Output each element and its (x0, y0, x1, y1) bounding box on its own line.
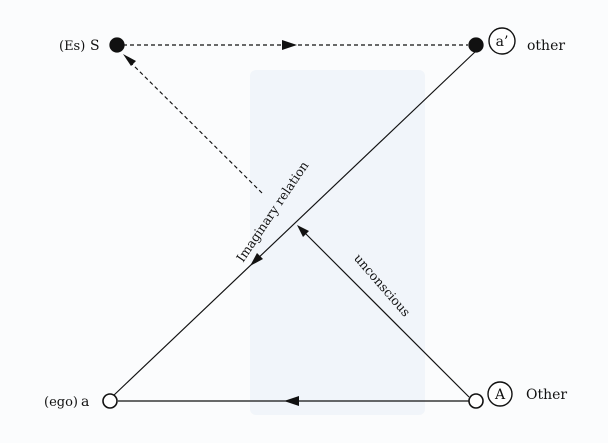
imaginary-to-s-dashed-edge (126, 58, 263, 194)
other-capital-label: Other (526, 387, 567, 403)
unconscious-edge (298, 226, 470, 398)
a-prime-symbol-label: a’ (496, 34, 509, 50)
ego-qualifier-label: (ego) (44, 395, 78, 410)
imaginary-relation-edge (112, 50, 477, 397)
big-a-label-circle (487, 381, 513, 407)
es-qualifier-label: (Es) (59, 39, 85, 54)
a-prime-label-circle (488, 27, 516, 55)
big-a-symbol-label: A (494, 387, 506, 403)
other-big-a-node (468, 393, 484, 409)
imaginary-relation-arrowhead (250, 253, 263, 266)
s-symbol-label: S (90, 38, 100, 54)
other-to-ego-arrowhead (284, 396, 299, 406)
subject-s-node (109, 37, 125, 53)
other-a-prime-node (468, 37, 484, 53)
ego-a-node (102, 393, 118, 409)
s-to-a-prime-arrowhead (282, 40, 297, 50)
a-symbol-label: a (81, 394, 89, 410)
imaginary-to-s-arrowhead (123, 54, 136, 66)
scan-background-patch (250, 70, 425, 415)
unconscious-arrowhead (297, 225, 309, 237)
other-small-label: other (527, 38, 565, 54)
